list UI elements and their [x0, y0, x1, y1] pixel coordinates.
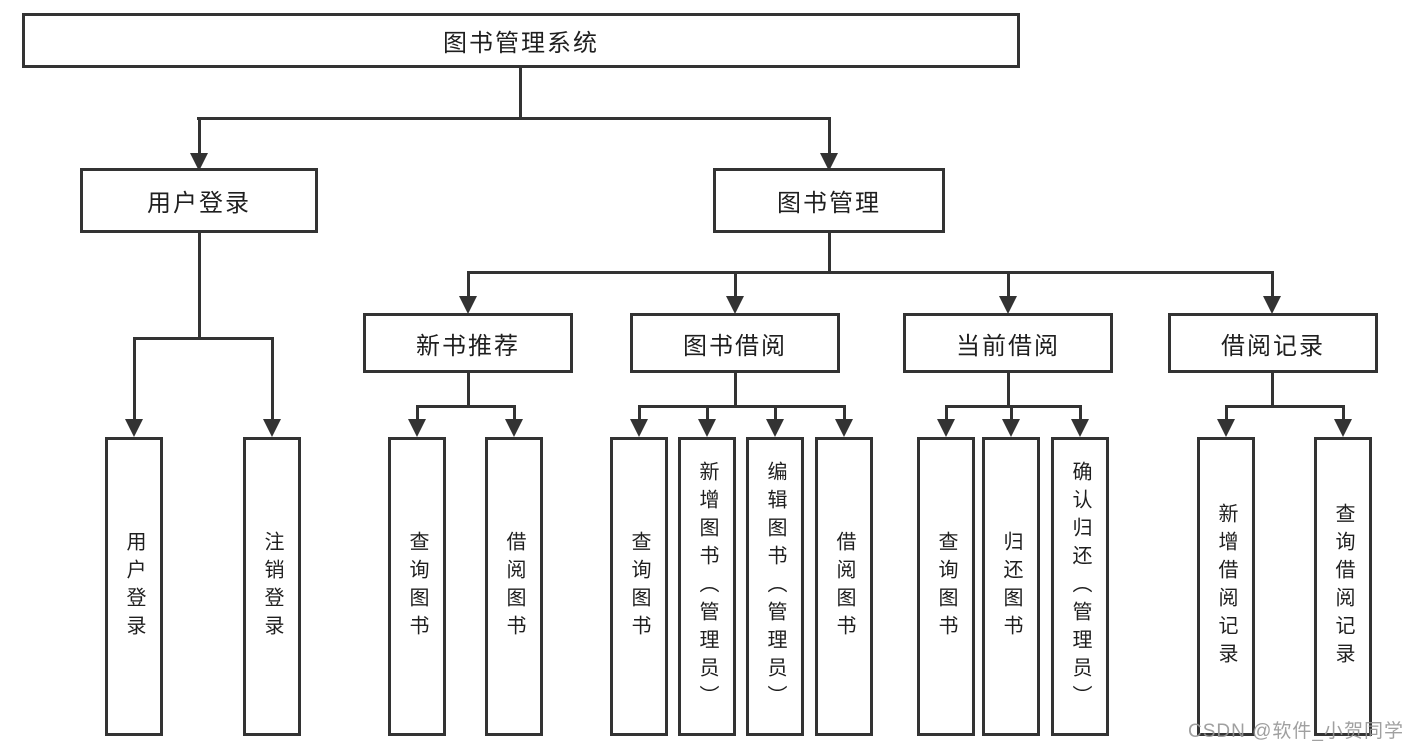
node-label: 用户登录 [147, 190, 251, 217]
connector-line [518, 68, 522, 118]
node-label: 借阅图书 [503, 530, 525, 643]
connector-line [512, 405, 516, 420]
connector-line [466, 373, 470, 408]
connector-line [416, 404, 516, 408]
connector-line [1009, 405, 1013, 420]
node-user-login: 用户登录 [80, 168, 318, 233]
connector-line [705, 405, 709, 420]
arrow-down-icon [766, 419, 784, 437]
node-label: 归还图书 [1000, 530, 1022, 643]
arrow-down-icon [820, 153, 838, 171]
connector-line [827, 233, 831, 274]
connector-line [467, 270, 1274, 274]
leaf-current-confirm-return-admin: 确认归还（管理员） [1051, 437, 1109, 736]
arrow-down-icon [1071, 419, 1089, 437]
node-book-borrowing: 图书借阅 [630, 313, 840, 373]
node-label: 借阅记录 [1221, 332, 1325, 360]
node-library-management-system: 图书管理系统 [22, 13, 1020, 68]
node-new-book-recommend: 新书推荐 [363, 313, 573, 373]
connector-line [945, 404, 1082, 408]
connector-line [1270, 271, 1274, 296]
connector-line [733, 271, 737, 296]
node-borrowing-records: 借阅记录 [1168, 313, 1378, 373]
node-label: 查询借阅记录 [1332, 502, 1354, 671]
node-label: 图书管理系统 [443, 30, 599, 57]
leaf-borrowing-edit-books-admin: 编辑图书（管理员） [746, 437, 804, 736]
node-label: 图书管理 [777, 190, 881, 217]
connector-line [132, 337, 136, 420]
connector-line [1225, 404, 1345, 408]
node-label: 查询图书 [628, 530, 650, 643]
connector-line [197, 233, 201, 340]
leaf-current-query-books: 查询图书 [917, 437, 975, 736]
leaf-user-login: 用户登录 [105, 437, 163, 736]
arrow-down-icon [1002, 419, 1020, 437]
arrow-down-icon [1263, 296, 1281, 314]
leaf-records-query-borrow-record: 查询借阅记录 [1314, 437, 1372, 736]
node-label: 确认归还（管理员） [1069, 460, 1091, 713]
node-label: 注销登录 [261, 530, 283, 643]
arrow-down-icon [125, 419, 143, 437]
arrow-down-icon [1217, 419, 1235, 437]
node-label: 图书借阅 [683, 332, 787, 360]
connector-line [466, 271, 470, 296]
leaf-borrowing-add-books-admin: 新增图书（管理员） [678, 437, 736, 736]
connector-line [1341, 405, 1345, 420]
connector-line [133, 336, 274, 340]
arrow-down-icon [630, 419, 648, 437]
leaf-logout-login: 注销登录 [243, 437, 301, 736]
connector-line [270, 337, 274, 420]
leaf-records-add-borrow-record: 新增借阅记录 [1197, 437, 1255, 736]
connector-line [944, 405, 948, 420]
arrow-down-icon [263, 419, 281, 437]
node-label: 用户登录 [123, 530, 145, 643]
leaf-current-return-books: 归还图书 [982, 437, 1040, 736]
leaf-recommend-borrow-books: 借阅图书 [485, 437, 543, 736]
arrow-down-icon [408, 419, 426, 437]
connector-line [1078, 405, 1082, 420]
leaf-borrowing-borrow-books: 借阅图书 [815, 437, 873, 736]
connector-line [415, 405, 419, 420]
node-label: 查询图书 [406, 530, 428, 643]
arrow-down-icon [835, 419, 853, 437]
connector-line [773, 405, 777, 420]
node-book-management: 图书管理 [713, 168, 945, 233]
connector-line [197, 116, 831, 120]
arrow-down-icon [937, 419, 955, 437]
connector-line [1006, 271, 1010, 296]
node-label: 查询图书 [935, 530, 957, 643]
arrow-down-icon [999, 296, 1017, 314]
node-current-borrowing: 当前借阅 [903, 313, 1113, 373]
connector-line [1224, 405, 1228, 420]
arrow-down-icon [726, 296, 744, 314]
arrow-down-icon [190, 153, 208, 171]
connector-line [827, 117, 831, 153]
connector-line [637, 405, 641, 420]
arrow-down-icon [698, 419, 716, 437]
leaf-borrowing-query-books: 查询图书 [610, 437, 668, 736]
connector-line [733, 373, 737, 408]
connector-line [1006, 373, 1010, 408]
leaf-recommend-query-books: 查询图书 [388, 437, 446, 736]
node-label: 借阅图书 [833, 530, 855, 643]
connector-line [842, 405, 846, 420]
connector-line [197, 117, 201, 153]
arrow-down-icon [505, 419, 523, 437]
connector-line [638, 404, 846, 408]
node-label: 编辑图书（管理员） [764, 460, 786, 713]
arrow-down-icon [1334, 419, 1352, 437]
watermark: CSDN @软件_小贺同学 [1188, 721, 1404, 742]
node-label: 新增图书（管理员） [696, 460, 718, 713]
node-label: 新增借阅记录 [1215, 502, 1237, 671]
connector-line [1270, 373, 1274, 408]
node-label: 当前借阅 [956, 332, 1060, 360]
arrow-down-icon [459, 296, 477, 314]
node-label: 新书推荐 [416, 332, 520, 360]
